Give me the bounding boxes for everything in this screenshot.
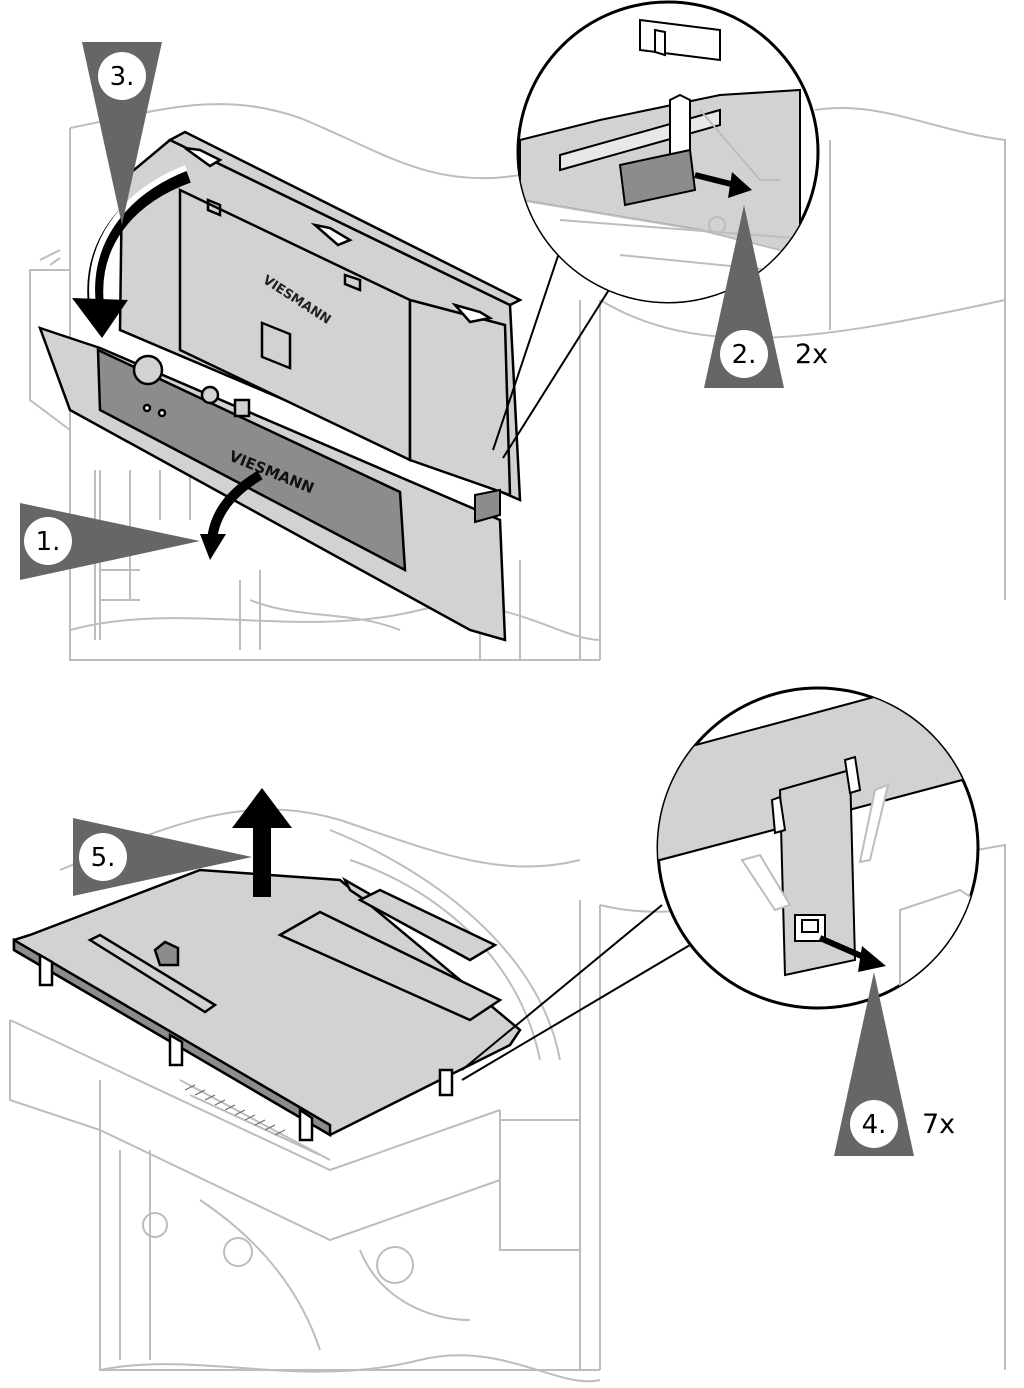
cover-lid — [12, 868, 522, 1142]
rotate-arrow — [72, 165, 191, 338]
cabinet-outline-bottom — [9, 808, 1006, 1383]
step-quantity-2: 2x — [795, 339, 828, 370]
bottom-illustration — [9, 686, 1006, 1383]
pull-arrow-head-top — [728, 172, 752, 198]
tilt-arrow — [200, 470, 263, 560]
step-marker-3: 3. — [82, 42, 162, 225]
step-label-1: 1. — [36, 527, 61, 557]
pull-arrow-shaft-top — [694, 172, 736, 188]
step-label-3: 3. — [110, 62, 135, 92]
pull-arrow-head-bottom — [858, 946, 886, 972]
callout-lines-top — [492, 249, 613, 459]
front-panel — [37, 325, 507, 642]
step-marker-1: 1. — [20, 503, 200, 580]
heatsink — [184, 1084, 286, 1136]
step-label-2: 2. — [732, 340, 757, 370]
electronics-box — [118, 130, 523, 502]
callout-lines-bottom — [461, 904, 691, 1081]
step-marker-4: 4. 7x — [834, 972, 955, 1156]
detail-circle-top — [516, 0, 820, 304]
pull-arrow-shaft-bottom — [818, 935, 868, 961]
detail-circle-bottom — [656, 686, 980, 1010]
step-marker-2: 2. 2x — [704, 205, 828, 388]
lift-arrow — [232, 788, 292, 897]
step-marker-5: 5. — [73, 818, 252, 896]
step-label-4: 4. — [862, 1110, 887, 1140]
step-quantity-4: 7x — [922, 1109, 955, 1140]
top-illustration: VIESMANN VIESMANN — [29, 0, 1006, 661]
step-label-5: 5. — [91, 843, 116, 873]
small-clip-top — [474, 488, 501, 524]
cabinet-outline-top — [29, 103, 1006, 661]
